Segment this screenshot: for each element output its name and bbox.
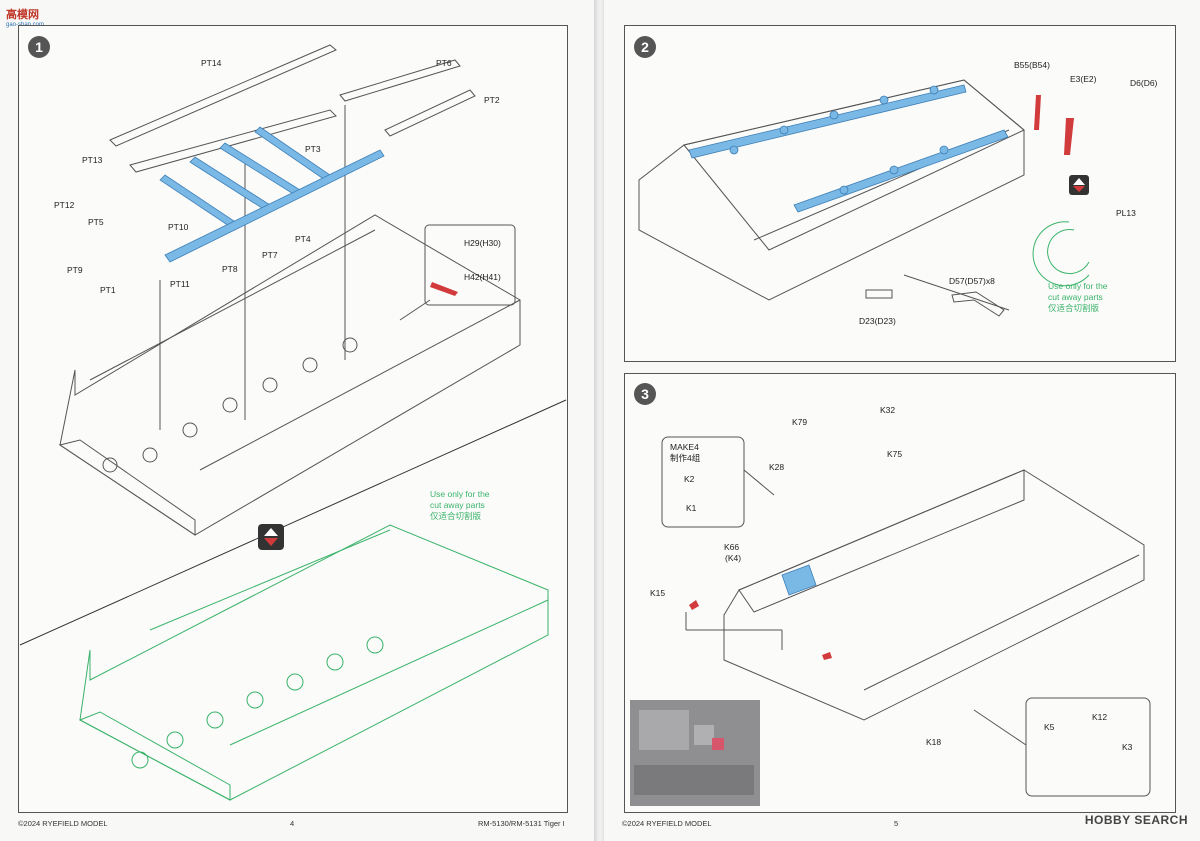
footer-copyright-right: ©2024 RYEFIELD MODEL — [622, 819, 712, 828]
label-K15: K15 — [650, 588, 666, 598]
label-PT7: PT7 — [262, 250, 278, 260]
label-PT6: PT6 — [436, 58, 452, 68]
page-gutter — [594, 0, 606, 841]
label-K32: K32 — [880, 405, 896, 415]
step-3-badge: 3 — [634, 383, 656, 405]
label-K4: (K4) — [725, 553, 742, 563]
label-PT3: PT3 — [305, 144, 321, 154]
label-PT2: PT2 — [484, 95, 500, 105]
label-PT10: PT10 — [168, 222, 189, 232]
label-D23: D23(D23) — [859, 316, 896, 326]
label-K18: K18 — [926, 737, 942, 747]
label-PT14: PT14 — [201, 58, 222, 68]
label-PL13: PL13 — [1116, 208, 1136, 218]
right-page: 2 3 — [604, 0, 1200, 841]
label-K2: K2 — [684, 474, 695, 484]
label-PT9: PT9 — [67, 265, 83, 275]
label-E3: E3(E2) — [1070, 74, 1097, 84]
page-number-left: 4 — [290, 819, 295, 828]
label-D6: D6(D6) — [1130, 78, 1158, 88]
hobby-search-watermark: HOBBY SEARCH — [1084, 813, 1188, 827]
label-K66: K66 — [724, 542, 740, 552]
footer-model-code: RM-5130/RM-5131 Tiger I — [478, 819, 565, 828]
label-B55: B55(B54) — [1014, 60, 1050, 70]
step-2-badge: 2 — [634, 36, 656, 58]
cutaway-note: Use only for the cut away parts 仅适合切割版 — [430, 489, 490, 521]
label-PT4: PT4 — [295, 234, 311, 244]
step-1-illustration — [19, 44, 567, 801]
label-PT5: PT5 — [88, 217, 104, 227]
make4-note: MAKE4 制作4组 — [670, 442, 701, 463]
label-PT8: PT8 — [222, 264, 238, 274]
label-K5: K5 — [1044, 722, 1055, 732]
label-H29: H29(H30) — [464, 238, 501, 248]
footer-copyright-left: ©2024 RYEFIELD MODEL — [18, 819, 108, 828]
label-PT11: PT11 — [170, 279, 190, 289]
label-K28: K28 — [769, 462, 785, 472]
label-PT12: PT12 — [54, 200, 75, 210]
label-K75: K75 — [887, 449, 903, 459]
label-PT13: PT13 — [82, 155, 103, 165]
steps-2-3-illustration — [630, 79, 1151, 806]
label-K3: K3 — [1122, 742, 1133, 752]
label-H42: H42(H41) — [464, 272, 501, 282]
label-K12: K12 — [1092, 712, 1108, 722]
label-D57: D57(D57)x8 — [949, 276, 995, 286]
cutaway-note-step2: Use only for the cut away parts 仅适合切割版 — [1048, 281, 1108, 313]
left-page: 高模网gao-shan.com 1 — [0, 0, 596, 841]
label-K1: K1 — [686, 503, 697, 513]
page-number-right: 5 — [894, 819, 899, 828]
label-PT1: PT1 — [100, 285, 116, 295]
label-K79: K79 — [792, 417, 808, 427]
step-1-badge: 1 — [28, 36, 50, 58]
